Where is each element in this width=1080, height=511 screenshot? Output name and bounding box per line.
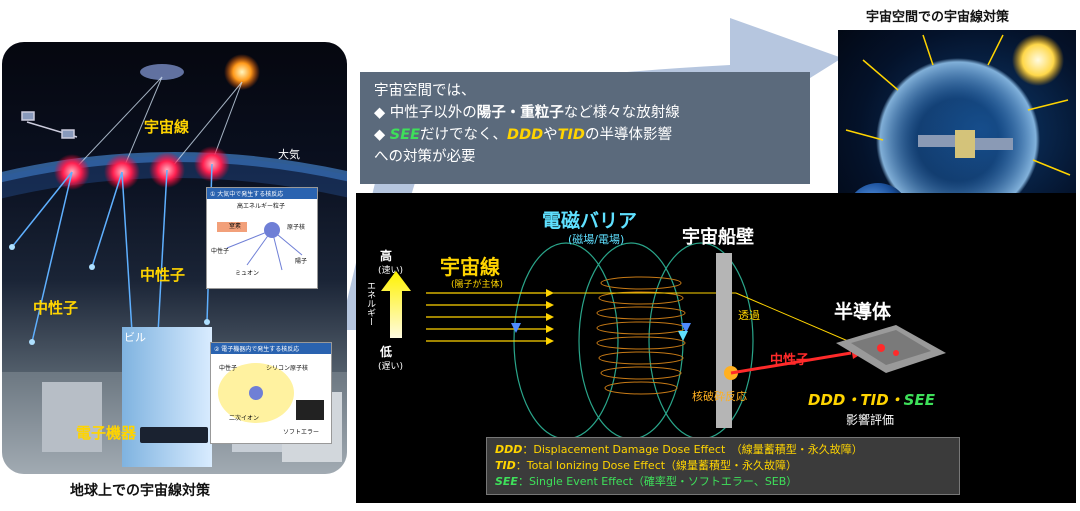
semiconductor-label: 半導体 <box>834 301 892 323</box>
eval-sep: ・ <box>888 391 904 409</box>
legend-row: SEE：Single Event Effect（確率型・ソフトエラー、SEB） <box>495 474 951 490</box>
label-atmosphere: 大気 <box>278 148 300 161</box>
reaction-diagram <box>218 363 324 423</box>
space-station-icon <box>21 111 78 139</box>
inset-atmosphere-reaction: ① 大気中で発生する核反応 高エネルギー粒子 窒素 原子核 中性子 陽子 ミュオ… <box>206 187 318 289</box>
building <box>122 327 212 467</box>
cosmic-ray-sub: (陽子が主体) <box>451 280 504 290</box>
inset-label: 中性子 <box>219 365 238 372</box>
label-device: 電子機器 <box>76 424 137 442</box>
barrier-title: 電磁バリア <box>542 210 638 232</box>
earth-caption: 地球上での宇宙線対策 <box>70 483 210 499</box>
label-neutron: 中性子 <box>33 299 79 317</box>
eval-tid: TID <box>860 391 889 409</box>
reaction-label: 核破砕反応 <box>692 390 747 403</box>
callout-see: SEE <box>389 127 421 143</box>
inset-label: 窒素 <box>229 223 242 230</box>
space-caption: 宇宙空間での宇宙線対策 <box>866 10 1010 25</box>
energy-high-sub: (速い) <box>378 266 404 276</box>
callout-line: 宇宙空間では、 <box>374 83 476 99</box>
inset-title: ① 大気中で発生する核反応 <box>207 188 317 199</box>
legend-text: ：Displacement Damage Dose Effect （線量蓄積型・… <box>522 443 863 456</box>
eval-ddd: DDD <box>808 391 846 409</box>
galaxy-icon <box>140 64 184 80</box>
callout-line: ◆ 中性子以外の陽子・重粒子など様々な放射線 <box>374 102 796 124</box>
hull-wall <box>716 253 732 428</box>
eval-see: SEE <box>903 391 935 409</box>
callout-tid: TID <box>557 127 585 143</box>
em-barrier-diagram: 高 (速い) エネルギー 低 (遅い) 宇宙線 (陽子が主体) 電磁バリア (磁… <box>356 193 1076 503</box>
energy-low-sub: (遅い) <box>378 362 404 372</box>
callout-line: ◆ SEEだけでなく、DDDやTIDの半導体影響 <box>374 124 796 146</box>
label-cosmic-ray: 宇宙線 <box>144 118 190 136</box>
evaluation-label: 影響評価 <box>846 413 895 427</box>
energy-low: 低 <box>380 345 393 359</box>
inset-label: 高エネルギー粒子 <box>237 203 286 210</box>
callout-text: の半導体影響 <box>584 127 672 143</box>
eval-sep: ・ <box>845 391 861 409</box>
legend-text: ：Total Ionizing Dose Effect（線量蓄積型・永久故障） <box>515 459 798 472</box>
semiconductor-chip-icon <box>836 325 946 373</box>
inset-label: 二次イオン <box>229 415 260 422</box>
space-callout: 宇宙空間では、 ◆ 中性子以外の陽子・重粒子など様々な放射線 ◆ SEEだけでな… <box>360 72 810 184</box>
inset-device-reaction: ② 電子機器内で発生する核反応 中性子 シリコン原子核 二次イオン ソフトエラー <box>210 342 332 444</box>
pass-label: 透過 <box>738 309 760 322</box>
sun-icon <box>224 54 260 90</box>
satellite-icon <box>918 130 1013 158</box>
legend-row: DDD：Displacement Damage Dose Effect （線量蓄… <box>495 442 951 458</box>
callout-ddd: DDD <box>507 127 544 143</box>
legend-text: ：Single Event Effect（確率型・ソフトエラー、SEB） <box>517 475 798 488</box>
callout-text: や <box>543 127 558 143</box>
callout-emphasis: 陽子・重粒子 <box>476 105 564 121</box>
inset-label: ソフトエラー <box>283 429 320 436</box>
legend-row: TID：Total Ionizing Dose Effect（線量蓄積型・永久故… <box>495 458 951 474</box>
neutron-label: 中性子 <box>770 353 810 368</box>
energy-high: 高 <box>380 249 393 263</box>
energy-arrow-icon <box>381 271 411 338</box>
evaluation-types: DDD・TID・SEE <box>808 389 935 410</box>
abbreviation-legend: DDD：Displacement Damage Dose Effect （線量蓄… <box>486 437 960 495</box>
barrier-graphic <box>381 242 946 440</box>
label-building: ビル <box>124 331 146 344</box>
energy-axis-label: エネルギー <box>365 281 375 326</box>
barrier-subtitle: (磁場/電場) <box>568 233 625 246</box>
legend-abbr: DDD <box>495 443 523 456</box>
label-neutron: 中性子 <box>140 266 186 284</box>
legend-abbr: SEE <box>495 475 518 488</box>
callout-text: だけでなく、 <box>420 127 508 143</box>
inset-label: 中性子 <box>211 248 230 255</box>
inset-title: ② 電子機器内で発生する核反応 <box>211 343 331 354</box>
legend-abbr: TID <box>495 459 516 472</box>
callout-text: など様々な放射線 <box>563 105 680 121</box>
callout-line: への対策が必要 <box>374 149 476 165</box>
cosmic-ray-label: 宇宙線 <box>440 255 500 279</box>
earth-illustration: 宇宙線 大気 中性子 中性子 ビル 電子機器 ① 大気中で発生する核反応 高エネ… <box>2 42 347 474</box>
callout-text: ◆ <box>374 127 390 143</box>
reaction-diagram <box>217 222 303 271</box>
device-icon <box>140 427 208 443</box>
callout-text: ◆ 中性子以外の <box>374 105 477 121</box>
inset-label: 原子核 <box>287 224 306 231</box>
sun-icon <box>1012 34 1064 86</box>
inset-label: シリコン原子核 <box>266 365 309 372</box>
inset-label: 陽子 <box>295 258 308 265</box>
hull-label: 宇宙船壁 <box>682 227 754 248</box>
inset-label: ミュオン <box>235 270 260 277</box>
